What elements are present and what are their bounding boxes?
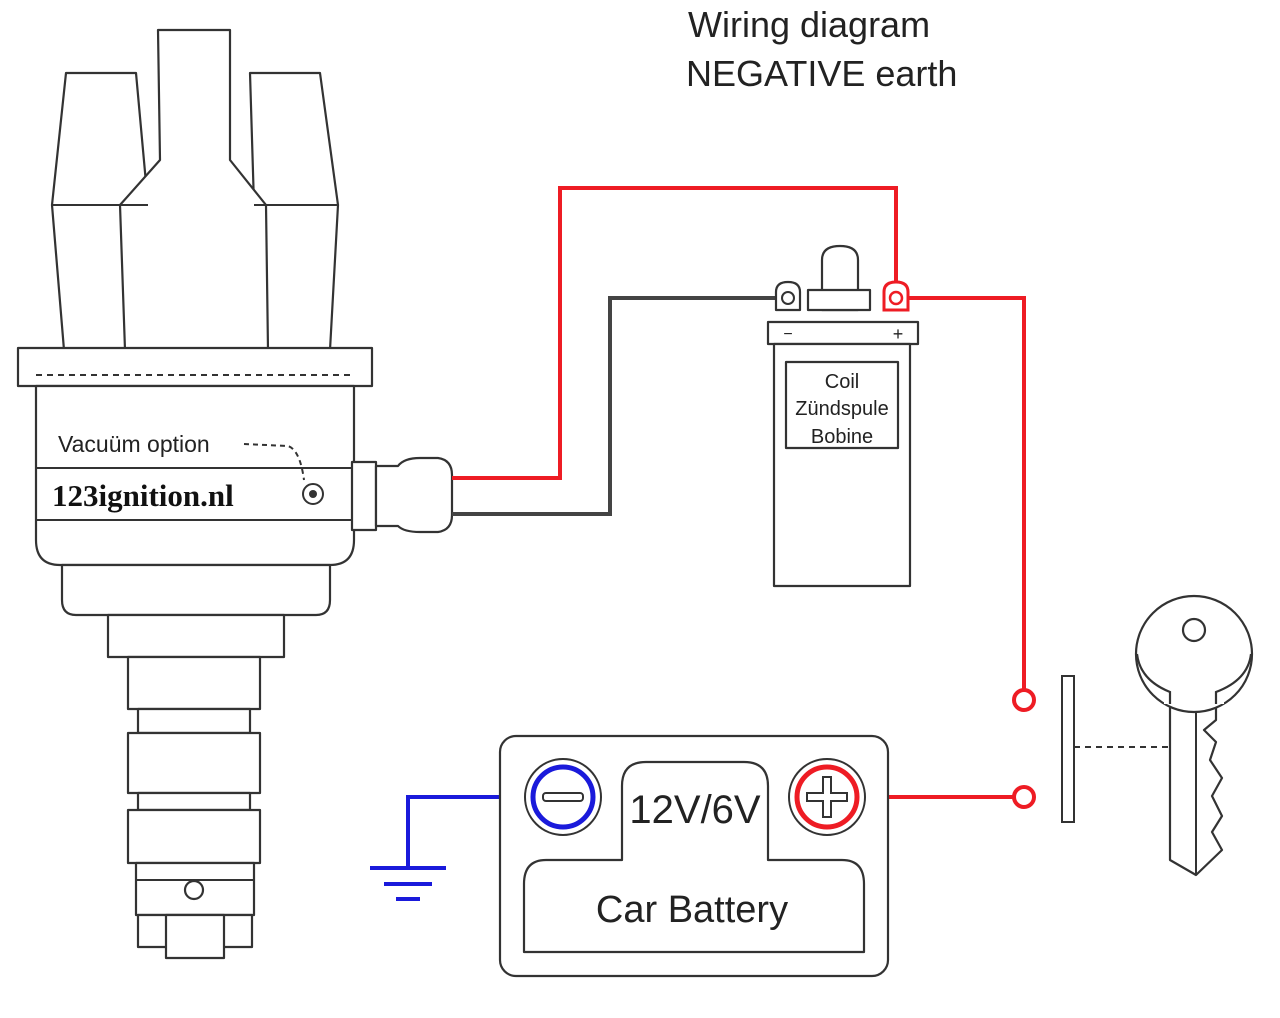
distributor-signal-wire: [452, 296, 782, 516]
distributor-brand-label: 123ignition.nl: [52, 478, 234, 513]
coil-plus-mark: +: [893, 324, 904, 344]
ground-symbol-icon: [370, 866, 446, 901]
vacuum-option-label: Vacuüm option: [58, 431, 210, 457]
ignition-coil-icon: [766, 244, 920, 588]
coil-label-de: Zündspule: [795, 398, 888, 420]
diagram-title-line2: NEGATIVE earth: [686, 53, 957, 94]
vacuum-port-icon: [309, 490, 317, 498]
ignition-switch-icon: [1012, 675, 1170, 823]
distributor-icon: [16, 28, 454, 960]
diagram-title-line1: Wiring diagram: [688, 4, 930, 45]
battery-ground-wire: [406, 795, 538, 868]
ignition-key-icon: [1134, 594, 1254, 877]
coil-to-switch-wire: [904, 296, 1026, 690]
coil-positive-terminal: [888, 290, 904, 306]
coil-minus-mark: −: [783, 326, 792, 343]
car-battery-icon: [498, 734, 890, 978]
coil-label-fr: Bobine: [811, 426, 873, 448]
distributor-positive-wire: [452, 186, 898, 480]
battery-voltage-label: 12V/6V: [629, 788, 761, 832]
battery-name-label: Car Battery: [596, 889, 788, 931]
coil-label-en: Coil: [825, 371, 859, 393]
coil-negative-terminal: [781, 291, 795, 305]
